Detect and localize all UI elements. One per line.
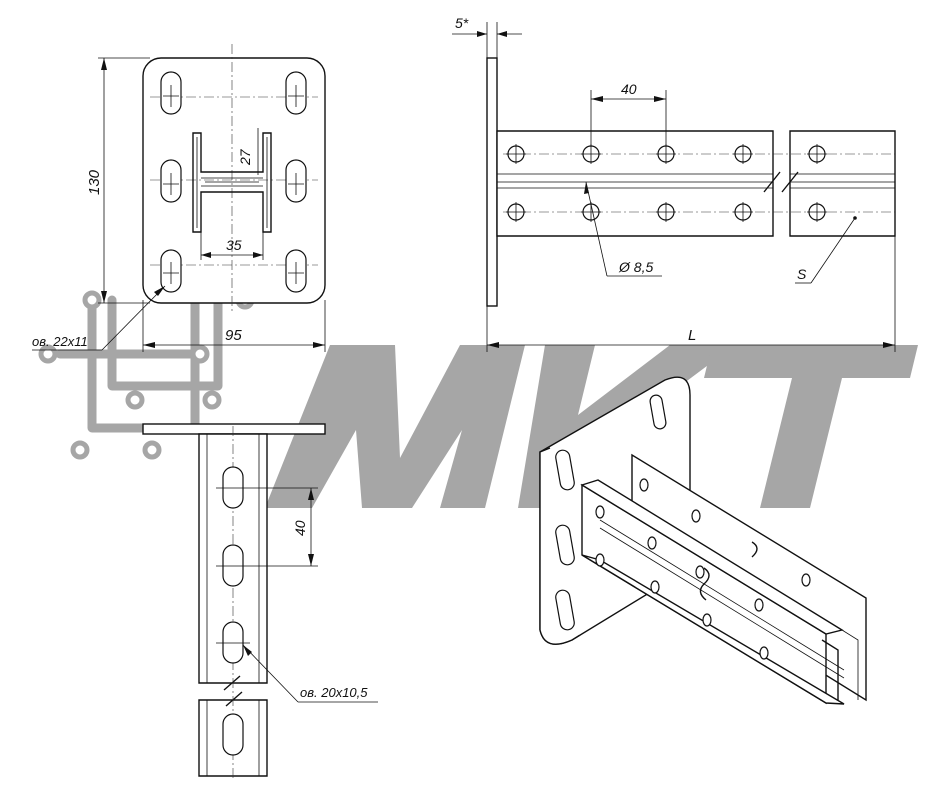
iso-holes	[595, 478, 811, 660]
side-dim-thickness: 5*	[452, 15, 522, 58]
side-pitch-label: 40	[621, 81, 637, 97]
side-base-plate	[486, 57, 498, 307]
front-height-label: 130	[86, 169, 103, 195]
side-thickness-label: 5*	[455, 15, 469, 31]
front-view: 130 95 27 35 ов. 22x11	[32, 44, 326, 352]
side-view: 5* 40 Ø 8,5 S L	[452, 15, 896, 352]
front-dim-width: 95	[142, 300, 326, 352]
front-slots	[160, 71, 307, 293]
top-dim-pitch: 40	[250, 487, 318, 567]
side-length-label: L	[688, 327, 696, 344]
front-dim-inner-width: 35	[200, 232, 264, 260]
front-dim-inner-height: 27	[237, 128, 259, 175]
front-slot-callout: ов. 22x11	[32, 285, 166, 351]
top-view: 40 ов. 20x10,5	[142, 423, 378, 780]
side-channel-left	[496, 130, 774, 237]
side-s-label: S	[797, 266, 807, 282]
side-hole-callout: Ø 8,5	[584, 181, 662, 277]
iso-view	[539, 376, 867, 705]
side-thickness-callout: S	[795, 216, 857, 284]
top-slot-callout-label: ов. 20x10,5	[300, 685, 368, 700]
front-base-plate	[142, 57, 326, 304]
front-inner-width-label: 35	[226, 237, 242, 253]
top-slot-callout: ов. 20x10,5	[242, 644, 378, 703]
bracket-3d-icon	[539, 376, 867, 705]
side-dim-pitch: 40	[590, 81, 667, 146]
front-inner-height-label: 27	[237, 148, 253, 166]
top-slots	[216, 466, 250, 756]
watermark	[38, 290, 918, 508]
front-dim-height: 130	[86, 57, 150, 304]
watermark-logo-icon	[38, 290, 255, 460]
front-slot-callout-label: ов. 22x11	[32, 334, 88, 349]
front-width-label: 95	[225, 327, 242, 344]
top-pitch-label: 40	[292, 520, 308, 536]
top-base-plate	[142, 423, 326, 435]
side-dim-length: L	[486, 236, 896, 352]
side-holes	[506, 144, 827, 222]
side-channel-right	[789, 130, 896, 237]
side-hole-callout-label: Ø 8,5	[618, 259, 653, 275]
